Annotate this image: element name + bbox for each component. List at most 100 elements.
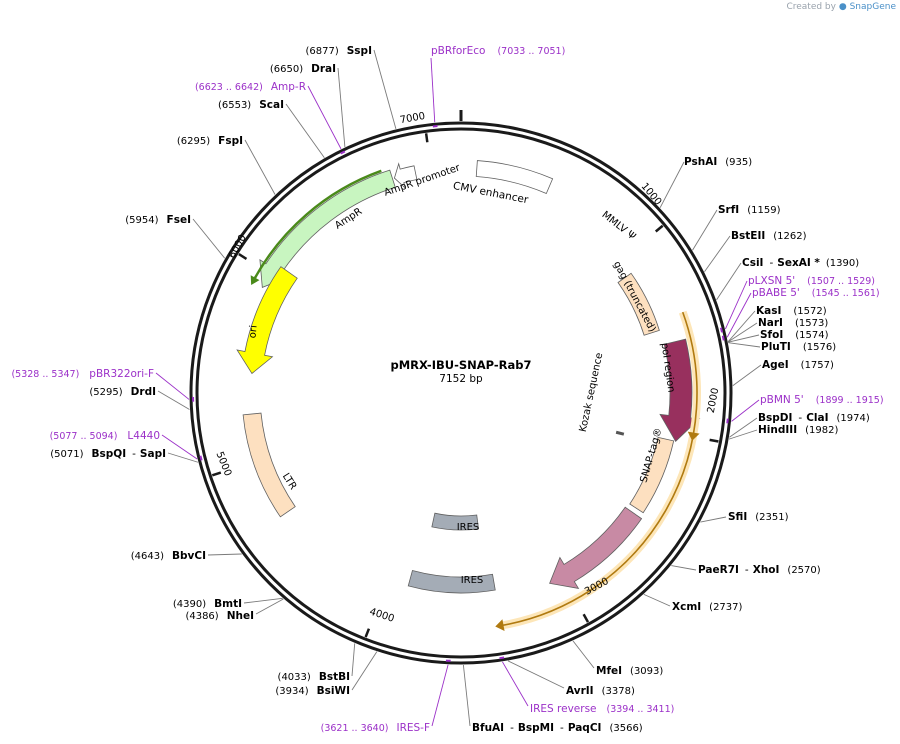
- leader-line-31: [192, 218, 226, 259]
- site-xcmi: XcmI(2737): [672, 601, 743, 613]
- ori-arrow: [236, 266, 298, 375]
- site-sfoi: SfoI(1574): [760, 329, 829, 341]
- leader-line-10: [732, 364, 762, 386]
- site-fsei: (5954)FseI: [125, 214, 191, 226]
- leader-line-1: [692, 209, 718, 251]
- primer-pbrforeco: pBRforEco(7033 .. 7051): [431, 45, 565, 57]
- primer-amp-r: (6623 .. 6642)Amp-R: [195, 81, 306, 93]
- tick-label-2000: 2000: [706, 387, 722, 414]
- primer-plxsn: pLXSN 5'(1507 .. 1529): [748, 275, 875, 287]
- leader-line-15: [671, 565, 697, 571]
- leader-line-30: [155, 372, 190, 400]
- leader-line-34: [307, 85, 342, 150]
- tick-2000: [709, 438, 719, 443]
- leader-line-23: [351, 643, 356, 677]
- leader-line-27: [167, 452, 199, 463]
- ires-box-2: [407, 569, 496, 594]
- mmlv-psi-box: [617, 272, 660, 336]
- leader-line-3: [716, 262, 742, 301]
- ampr-promoter-arrow: [393, 162, 418, 190]
- primer-pbr322ori-f: (5328 .. 5347)pBR322ori-F: [11, 368, 154, 380]
- leader-line-0: [659, 161, 685, 208]
- ires-2-label: IRES: [461, 575, 484, 586]
- site-nhei: (4386)NheI: [185, 610, 254, 622]
- leader-line-29: [157, 390, 190, 410]
- site-nari: NarI(1573): [758, 317, 828, 329]
- primer-ires-f: (3621 .. 3640)IRES-F: [321, 722, 430, 734]
- leader-line-8: [728, 334, 760, 343]
- backbone-outer: [189, 121, 733, 665]
- tick-4000: [364, 628, 371, 638]
- leader-line-16: [643, 593, 671, 607]
- site-mfei: MfeI(3093): [596, 665, 663, 677]
- tick-1000: [654, 224, 664, 233]
- site-avrii: AvrII(3378): [566, 685, 635, 697]
- mmlv-psi-label: MMLV Ψ: [600, 209, 638, 242]
- tick-3000: [582, 613, 590, 623]
- backbone-inner: [195, 127, 727, 659]
- leader-line-12: [729, 417, 758, 438]
- tick-7000: [424, 133, 429, 143]
- primer-mark-4: [719, 327, 724, 333]
- plasmid-name: pMRX-IBU-SNAP-Rab7: [390, 358, 531, 372]
- tick-marks: [211, 110, 719, 638]
- site-bsiwi: (3934)BsiWI: [275, 685, 350, 697]
- plasmid-length: 7152 bp: [439, 373, 483, 385]
- leader-line-11: [731, 399, 760, 422]
- primer-ires-reverse: IRES reverse(3394 .. 3411): [530, 703, 674, 715]
- tick-label-3000: 3000: [583, 576, 611, 598]
- site-bspdi-clai: BspDI-ClaI(1974): [758, 412, 870, 424]
- tick-label-6000: 6000: [227, 233, 249, 261]
- leader-line-7: [727, 322, 758, 343]
- primer-l4440: (5077 .. 5094)L4440: [50, 430, 160, 442]
- leader-line-28: [161, 434, 198, 460]
- pol-region-box: [629, 436, 675, 514]
- tick-5000: [211, 471, 222, 477]
- site-sspi: (6877)SspI: [305, 45, 372, 57]
- leader-line-20: [462, 664, 471, 727]
- leader-line-6: [727, 310, 756, 342]
- site-kasi: KasI(1572): [756, 305, 827, 317]
- primer-mark-19: [499, 656, 505, 660]
- leader-line-26: [207, 553, 242, 556]
- gag-label: gag (truncated): [611, 260, 658, 335]
- kozak-mark: [615, 430, 625, 436]
- ampr-promoter-label: AmpR promoter: [383, 162, 463, 199]
- leader-line-5: [726, 292, 752, 338]
- site-pluti: PluTI(1576): [761, 341, 836, 353]
- leader-line-25: [243, 597, 283, 604]
- cmv-enhancer-box: [475, 160, 554, 195]
- site-scai: (6553)ScaI: [218, 99, 284, 111]
- tick-label-4000: 4000: [368, 606, 396, 624]
- ampr-arrow: [259, 169, 396, 288]
- orf-mid-arrowhead: [687, 431, 700, 441]
- ires-1-label: IRES: [457, 522, 480, 533]
- orf-line: [501, 311, 698, 627]
- site-fspi: (6295)FspI: [177, 135, 243, 147]
- site-drdi: (5295)DrdI: [89, 386, 156, 398]
- snapgene-watermark: Created by ● SnapGene: [786, 2, 896, 12]
- primer-mark-28: [199, 455, 203, 461]
- kozak-label: Kozak sequence: [578, 352, 606, 433]
- leader-line-18: [507, 660, 565, 689]
- site-agei: AgeI(1757): [762, 359, 834, 371]
- site-bsteii: BstEII(1262): [731, 230, 807, 242]
- tick-6000: [238, 253, 248, 260]
- site-drai: (6650)DraI: [270, 63, 336, 75]
- leader-line-13: [728, 429, 758, 440]
- site-bstbi: (4033)BstBI: [278, 671, 350, 683]
- leader-line-37: [430, 57, 436, 123]
- leader-line-2: [704, 235, 731, 272]
- site-bbvci: (4643)BbvCI: [131, 550, 206, 562]
- site-pshai: PshAI(935): [684, 156, 752, 168]
- site-hindiii: HindIII(1982): [758, 424, 838, 436]
- site-bmti: (4390)BmtI: [173, 598, 242, 610]
- leader-line-4: [724, 280, 748, 330]
- site-bfuai-bspmi-paqci: BfuAI-BspMI-PaqCI(3566): [472, 722, 643, 734]
- site-sfii: SfiI(2351): [728, 511, 789, 523]
- leader-line-32: [244, 139, 276, 195]
- snapgene-logo-icon: ●: [838, 2, 847, 12]
- gag-arrow: [659, 338, 701, 442]
- site-paer7i-xhoi: PaeR7I-XhoI(2570): [698, 564, 821, 576]
